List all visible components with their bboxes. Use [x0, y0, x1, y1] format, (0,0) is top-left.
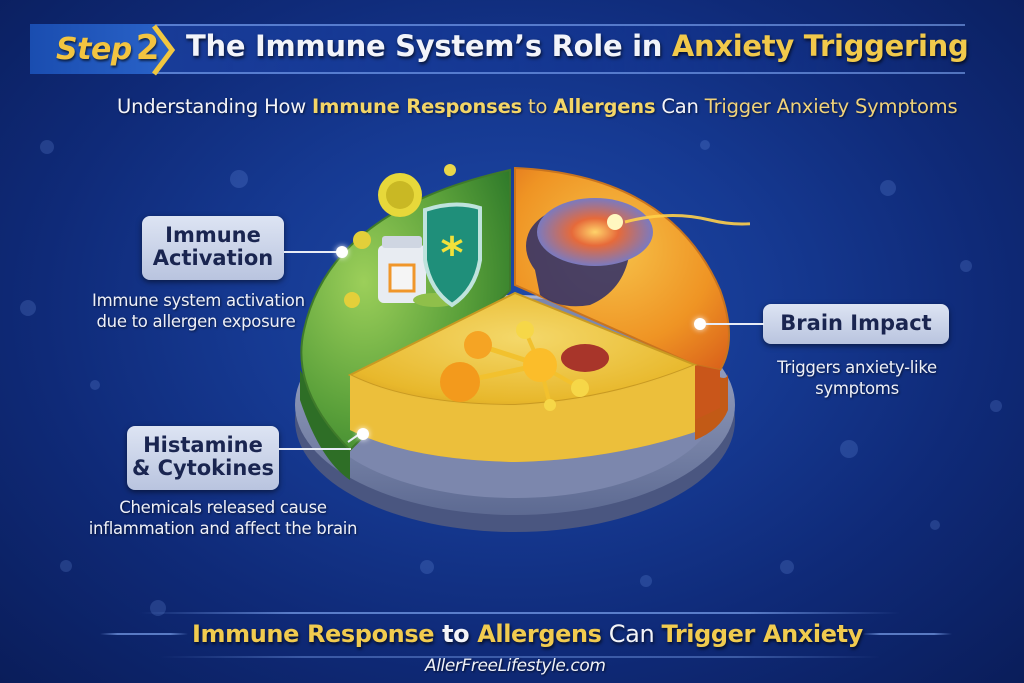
callout-brain-impact: Brain Impact — [763, 304, 949, 344]
callout-title-line1: Brain Impact — [780, 311, 932, 335]
connector-dot — [336, 246, 348, 258]
callout-immune-activation: Immune Activation — [142, 216, 284, 280]
callout-title-line2: Activation — [152, 246, 274, 271]
description-line2: inflammation and affect the brain — [88, 519, 358, 539]
pie-slice-histamine-cytokines — [347, 291, 698, 462]
lightning-icon — [624, 214, 750, 226]
chevron-right-icon — [152, 24, 176, 76]
footer-divider-left — [100, 633, 188, 635]
callout-title-line2: & Cytokines — [131, 456, 275, 481]
subtitle-highlight-2: Allergens — [553, 95, 656, 118]
connector-dot — [694, 318, 706, 330]
footer-highlight-3: Trigger Anxiety — [661, 620, 864, 648]
footer-highlight-1: Immune Response — [192, 620, 435, 648]
subtitle-highlight-3: Trigger Anxiety Symptoms — [704, 95, 958, 118]
callout-histamine-cytokines: Histamine & Cytokines — [127, 426, 279, 490]
footer-title: Immune Response to Allergens Can Trigger… — [192, 620, 863, 648]
step-number: 2 — [135, 28, 160, 68]
connector-line — [702, 323, 764, 325]
subtitle-text-1: Understanding How — [117, 95, 313, 118]
header-banner — [30, 24, 965, 74]
brain-icon — [537, 198, 653, 266]
title-highlight: Anxiety Triggering — [671, 29, 969, 63]
pie-slice-brain-impact — [514, 166, 750, 420]
footer-highlight-2: Allergens — [477, 620, 602, 648]
medicine-bottle-icon — [378, 236, 457, 307]
callout-description-brain-impact: Triggers anxiety-like symptoms — [764, 357, 950, 400]
description-line1: Triggers anxiety-like — [777, 358, 937, 377]
shield-icon: * — [423, 202, 482, 308]
footer-text-1: to — [434, 620, 478, 648]
description-line1: Chemicals released cause — [119, 498, 327, 517]
pollen-icon — [344, 164, 456, 308]
subtitle-text-2: to — [522, 95, 554, 118]
subtitle-text-3: Can — [655, 95, 705, 118]
connector-line — [284, 251, 340, 253]
callout-title-line1: Histamine — [143, 433, 263, 457]
footer-divider-top — [140, 612, 900, 614]
description-line2: due to allergen exposure — [96, 312, 296, 332]
page-title: The Immune System’s Role in Anxiety Trig… — [186, 29, 969, 63]
callout-description-immune-activation: Immune system activation due to allergen… — [92, 290, 305, 333]
svg-text:*: * — [440, 228, 463, 279]
subtitle: Understanding How Immune Responses to Al… — [117, 95, 958, 118]
description-line2: symptoms — [815, 379, 899, 399]
step-word: Step — [56, 32, 132, 67]
subtitle-highlight-1: Immune Responses — [312, 95, 523, 118]
title-text: The Immune System’s Role in — [186, 29, 672, 63]
connector-line — [279, 448, 351, 450]
footer-text-2: Can — [601, 620, 662, 648]
callout-description-histamine-cytokines: Chemicals released cause inflammation an… — [78, 497, 368, 540]
footer-divider-right — [862, 633, 952, 635]
step-badge — [30, 24, 172, 74]
footer-divider-bottom — [160, 656, 880, 658]
description-line1: Immune system activation — [92, 291, 305, 310]
website-link[interactable]: AllerFreeLifestyle.com — [425, 656, 606, 676]
callout-title-line1: Immune — [165, 223, 261, 247]
pie-diagram: * — [295, 164, 750, 532]
molecule-icon — [440, 321, 609, 411]
connector-dot — [357, 428, 369, 440]
